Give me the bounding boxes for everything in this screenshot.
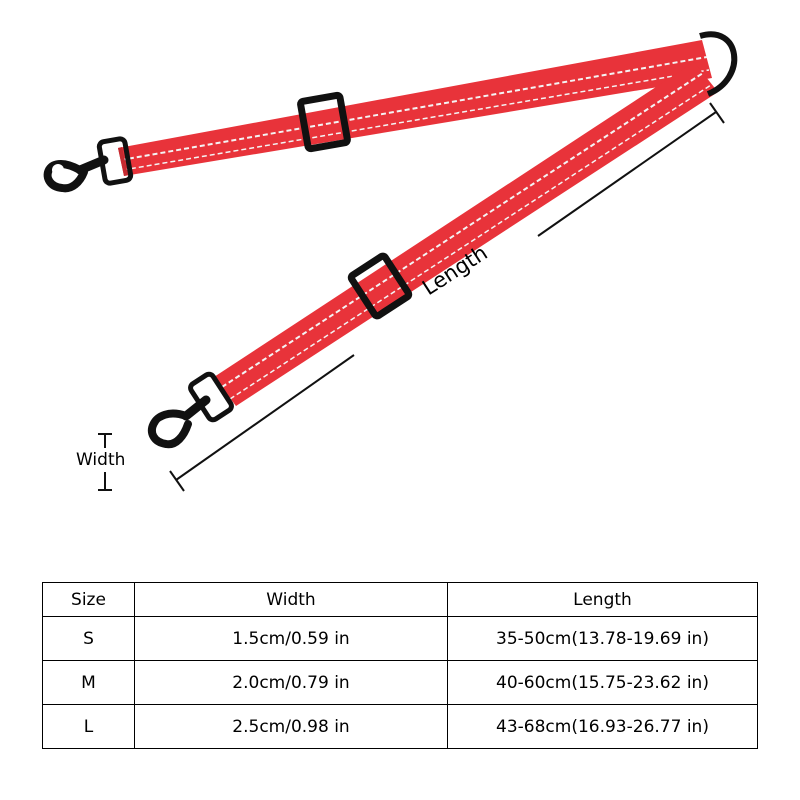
width-label: Width — [76, 450, 126, 470]
cell-length: 43-68cm(16.93-26.77 in) — [447, 704, 758, 749]
size-table: Size Width Length S 1.5cm/0.59 in 35-50c… — [42, 582, 758, 749]
upper-slider-buckle — [297, 91, 351, 153]
lower-snap-hook — [147, 371, 234, 449]
cell-width: 2.0cm/0.79 in — [134, 660, 448, 705]
header-width: Width — [134, 582, 448, 617]
upper-strap — [118, 40, 712, 176]
header-length: Length — [447, 582, 758, 617]
table-row: L 2.5cm/0.98 in 43-68cm(16.93-26.77 in) — [42, 704, 758, 749]
cell-size: S — [42, 616, 135, 661]
cell-width: 2.5cm/0.98 in — [134, 704, 448, 749]
d-ring — [699, 31, 738, 97]
table-row: S 1.5cm/0.59 in 35-50cm(13.78-19.69 in) — [42, 616, 758, 661]
cell-width: 1.5cm/0.59 in — [134, 616, 448, 661]
cell-length: 40-60cm(15.75-23.62 in) — [447, 660, 758, 705]
length-dimension-line — [169, 102, 725, 492]
cell-size: M — [42, 660, 135, 705]
table-row: M 2.0cm/0.79 in 40-60cm(15.75-23.62 in) — [42, 660, 758, 705]
lower-strap — [214, 62, 718, 406]
table-header-row: Size Width Length — [42, 582, 758, 617]
cell-length: 35-50cm(13.78-19.69 in) — [447, 616, 758, 661]
header-size: Size — [42, 582, 135, 617]
cell-size: L — [42, 704, 135, 749]
lower-slider-buckle — [347, 252, 413, 320]
upper-snap-hook — [43, 136, 134, 193]
width-dimension-line — [98, 433, 112, 491]
leash-coupler-illustration — [43, 31, 738, 492]
